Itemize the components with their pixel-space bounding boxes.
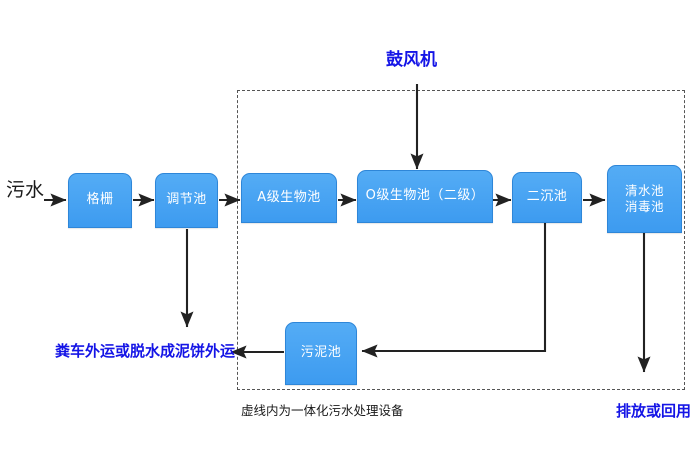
label-effluent: 排放或回用: [616, 402, 692, 420]
node-o-stage-bio-tank[interactable]: O级生物池（二级）: [357, 170, 493, 223]
node-regulating-tank[interactable]: 调节池: [155, 173, 218, 228]
node-a-stage-bio-tank[interactable]: A级生物池: [241, 173, 337, 223]
node-secondary-clarifier[interactable]: 二沉池: [512, 172, 582, 223]
node-clear-water-disinfection-tank[interactable]: 清水池 消毒池: [607, 165, 682, 233]
label-influent: 污水: [6, 179, 45, 201]
label-sludge-outlet: 粪车外运或脱水成泥饼外运: [55, 342, 236, 360]
node-grating[interactable]: 格栅: [68, 173, 132, 228]
node-sludge-tank[interactable]: 污泥池: [285, 322, 357, 385]
label-enclosure-caption: 虚线内为一体化污水处理设备: [241, 403, 404, 418]
integrated-equipment-enclosure: [237, 90, 685, 390]
label-blower: 鼓风机: [386, 50, 437, 70]
